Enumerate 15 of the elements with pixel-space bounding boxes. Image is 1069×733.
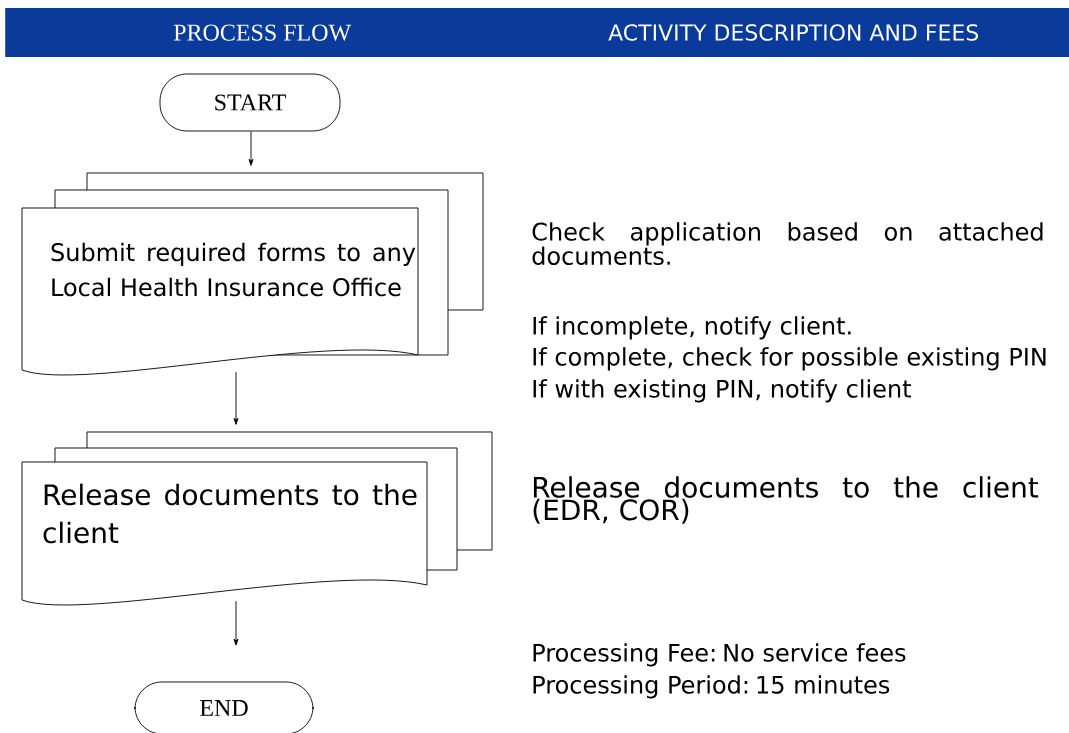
fee-text: Processing Period: 15 minutes bbox=[533, 675, 890, 699]
fee-text: Processing Fee: No service fees bbox=[533, 643, 906, 667]
description-text: If complete, check for possible existing PIN bbox=[533, 347, 1046, 371]
description-text: If with existing PIN, notify client bbox=[533, 379, 911, 403]
header-band: PROCESS FLOW ACTIVITY DESCRIPTION AND FEES bbox=[5, 8, 1069, 57]
description-text: Check application based on attached documents. bbox=[532, 222, 1043, 265]
multi-document-box: Release documents to the client bbox=[21, 431, 493, 606]
terminal-box: START bbox=[159, 73, 341, 132]
terminal-box: END bbox=[134, 681, 314, 733]
arrow bbox=[233, 600, 239, 646]
arrow bbox=[233, 371, 239, 425]
arrow bbox=[248, 131, 254, 166]
multi-document-box: Submit required forms to any Local Health Insurance Office bbox=[21, 172, 484, 376]
description-text: Release documents to the client (EDR, COR) bbox=[533, 476, 1039, 524]
description-text: If incomplete, notify client. bbox=[533, 316, 851, 340]
